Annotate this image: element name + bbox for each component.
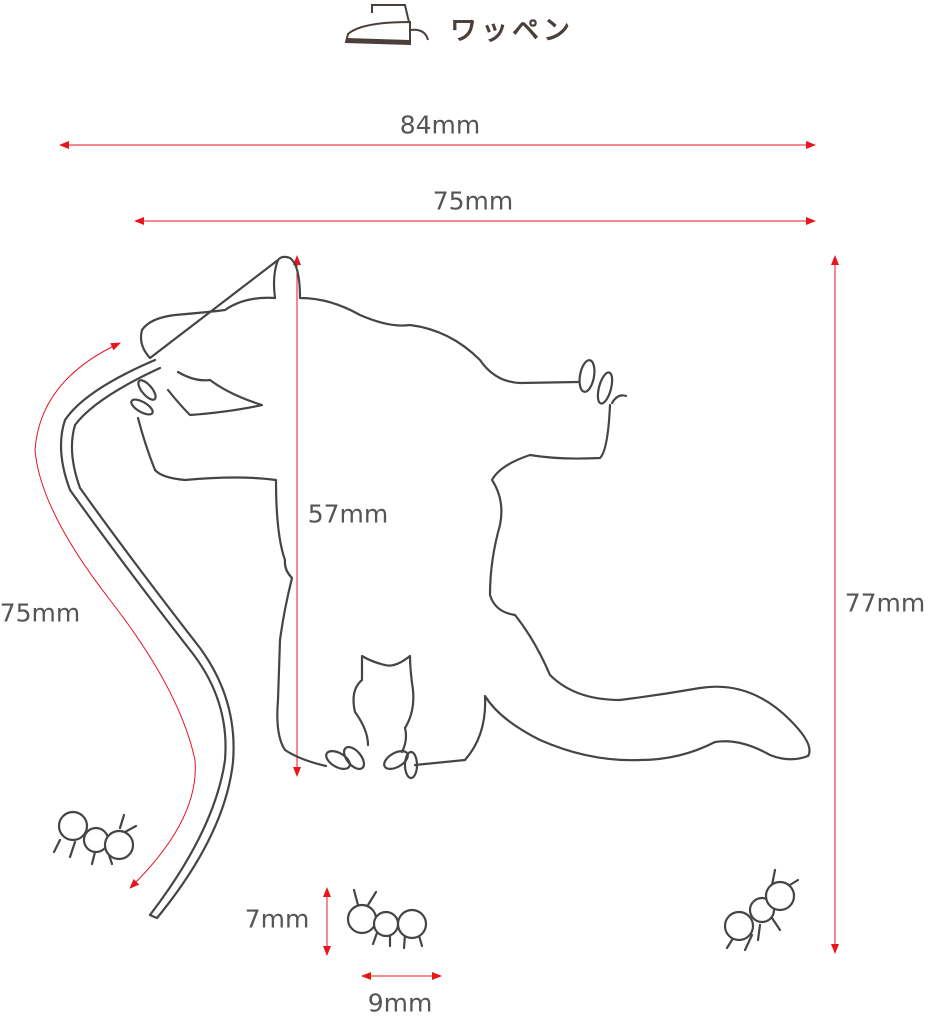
glider-tail-left bbox=[59, 358, 235, 920]
glider-hand-paws bbox=[130, 359, 628, 780]
label-ant-height: 7mm bbox=[244, 904, 310, 934]
iron-icon bbox=[344, 4, 429, 46]
label-body-height: 57mm bbox=[307, 499, 389, 529]
page-title: ワッペン bbox=[450, 15, 574, 47]
label-ant-width: 9mm bbox=[367, 988, 433, 1018]
label-total-width: 84mm bbox=[399, 110, 481, 140]
ant-icon-center bbox=[346, 888, 428, 950]
ant-icon-right bbox=[723, 868, 800, 952]
label-body-width: 75mm bbox=[432, 186, 514, 216]
dim-curve-tail bbox=[34, 342, 196, 889]
label-tail-length: 75mm bbox=[0, 598, 81, 628]
label-total-height: 77mm bbox=[844, 588, 926, 618]
ant-icon-left bbox=[52, 810, 138, 866]
glider-body-outline bbox=[136, 255, 811, 768]
